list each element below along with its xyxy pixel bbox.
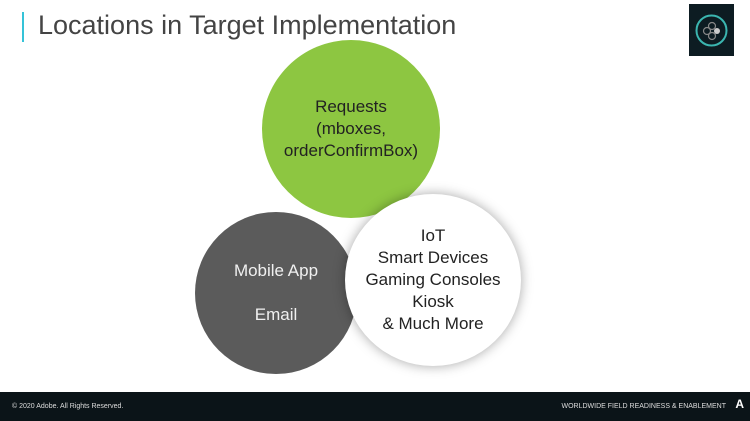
circle-text: Email xyxy=(254,305,298,324)
footer: © 2020 Adobe. All Rights Reserved. WORLD… xyxy=(0,392,750,421)
slide-title: Locations in Target Implementation xyxy=(38,10,457,40)
circle-text: orderConfirmBox) xyxy=(283,141,419,160)
target-circles-icon xyxy=(695,14,728,47)
target-logo xyxy=(689,4,734,56)
copyright: © 2020 Adobe. All Rights Reserved. xyxy=(12,403,124,410)
title-accent-bar xyxy=(22,12,24,42)
circle-text: Mobile App xyxy=(233,261,319,280)
devices-circle: IoT Smart Devices Gaming Consoles Kiosk … xyxy=(345,194,521,366)
footer-tagline: WORLDWIDE FIELD READINESS & ENABLEMENT xyxy=(561,403,726,410)
circle-text: Smart Devices xyxy=(377,248,489,267)
adobe-logo: A xyxy=(735,397,744,411)
circle-text: Requests xyxy=(315,97,387,116)
circle-text: & Much More xyxy=(382,314,484,333)
circle-text: Kiosk xyxy=(412,292,454,311)
circle-text: Gaming Consoles xyxy=(365,270,501,289)
requests-circle: Requests (mboxes, orderConfirmBox) xyxy=(262,40,440,218)
circle-text: (mboxes, xyxy=(316,119,386,138)
mobile-email-circle: Mobile App Email xyxy=(195,212,357,374)
circle-text: IoT xyxy=(420,226,446,245)
